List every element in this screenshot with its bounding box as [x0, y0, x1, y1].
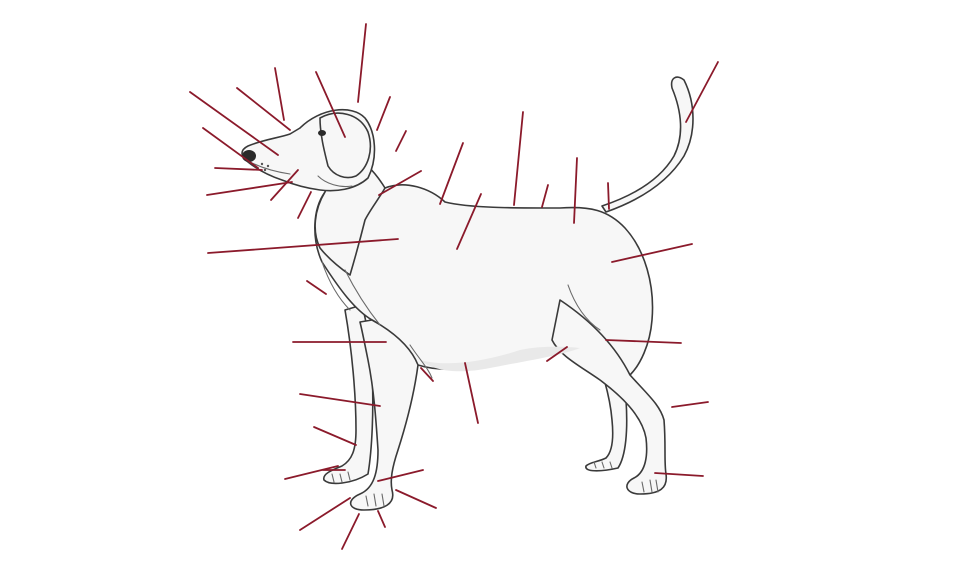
whisker-dot — [260, 162, 264, 166]
pointer-line — [306, 280, 327, 295]
label-pointers — [189, 23, 719, 550]
pointer-line — [605, 339, 682, 344]
pointer-line — [654, 472, 704, 477]
pointer-line — [341, 513, 360, 550]
pointer-line — [284, 465, 339, 480]
pointer-line — [189, 91, 279, 156]
belly-shade — [420, 346, 580, 372]
pointer-line — [357, 23, 367, 103]
near-front-leg — [349, 319, 419, 511]
pointer-line — [214, 167, 263, 171]
pointer-line — [671, 401, 709, 408]
pointer-line — [439, 142, 464, 205]
pointer-line — [420, 367, 434, 382]
whisker-dot — [263, 168, 267, 172]
pointer-line — [378, 170, 422, 196]
pointer-line — [299, 497, 351, 531]
pointer-line — [202, 127, 259, 169]
pointer-line — [313, 426, 357, 446]
chest-line — [321, 261, 351, 311]
pointer-line — [573, 157, 578, 224]
pointer-line — [395, 489, 437, 509]
pointer-line — [274, 67, 285, 121]
near-hind-leg — [551, 299, 668, 495]
far-hind-toe-lines — [593, 461, 613, 469]
pointer-line — [315, 71, 346, 138]
nose — [242, 150, 256, 162]
thigh-line — [567, 284, 601, 331]
pointer-line — [299, 393, 381, 407]
far-front-toe-lines — [331, 471, 351, 483]
pointer-line — [685, 61, 719, 123]
pointer-line — [464, 362, 479, 424]
eye — [318, 130, 326, 136]
pointer-line — [541, 184, 549, 208]
pointer-line — [207, 238, 399, 254]
pointer-line — [607, 182, 610, 210]
pointer-line — [206, 181, 293, 196]
front-toe-lines — [365, 493, 385, 507]
pointer-line — [456, 193, 482, 250]
pointer-line — [376, 96, 391, 131]
pointer-line — [513, 111, 524, 206]
collar-fold — [317, 175, 353, 188]
pointer-line — [297, 191, 312, 219]
pointer-line — [270, 169, 299, 201]
hind-toe-lines — [641, 479, 659, 493]
elbow-line — [409, 344, 433, 379]
pointer-line — [546, 346, 568, 362]
pointer-line — [377, 510, 386, 528]
whisker-dot — [266, 164, 270, 168]
tail — [601, 76, 694, 213]
pointer-line — [611, 243, 693, 263]
pointer-line — [377, 469, 424, 482]
pointer-line — [236, 87, 291, 131]
shoulder-line — [344, 269, 381, 326]
ear — [319, 112, 372, 179]
pointer-line — [395, 130, 407, 152]
